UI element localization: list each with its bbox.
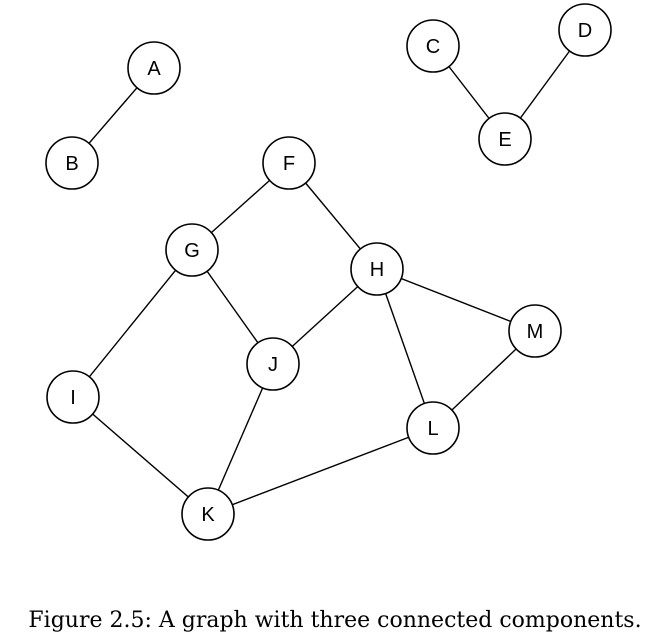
node-label: A xyxy=(147,58,161,80)
node-label: M xyxy=(527,321,544,343)
node-circle xyxy=(558,3,612,57)
graph-edges xyxy=(71,29,586,515)
node-circle xyxy=(45,136,99,190)
node-circle xyxy=(181,487,235,541)
node-k: K xyxy=(181,487,235,541)
node-label: F xyxy=(283,153,295,175)
node-l: L xyxy=(406,401,460,455)
node-i: I xyxy=(46,370,100,424)
node-label: I xyxy=(70,387,76,409)
node-circle xyxy=(46,370,100,424)
node-g: G xyxy=(165,223,219,277)
node-label: G xyxy=(184,240,200,262)
edge-j-k xyxy=(207,363,274,515)
node-circle xyxy=(478,112,532,166)
edge-k-l xyxy=(207,427,434,515)
node-h: H xyxy=(350,242,404,296)
node-circle xyxy=(406,19,460,73)
node-label: J xyxy=(268,354,278,376)
node-label: E xyxy=(498,129,511,151)
node-j: J xyxy=(246,337,300,391)
node-label: H xyxy=(370,259,384,281)
node-label: C xyxy=(426,36,440,58)
node-e: E xyxy=(478,112,532,166)
edge-g-i xyxy=(72,249,193,398)
node-circle xyxy=(406,401,460,455)
edge-h-l xyxy=(376,268,434,429)
figure-caption: Figure 2.5: A graph with three connected… xyxy=(28,608,642,633)
node-c: C xyxy=(406,19,460,73)
node-circle xyxy=(246,337,300,391)
node-circle xyxy=(350,242,404,296)
node-circle xyxy=(127,41,181,95)
node-m: M xyxy=(508,304,562,358)
edge-i-k xyxy=(72,396,209,515)
node-circle xyxy=(165,223,219,277)
edge-h-m xyxy=(376,268,536,332)
graph-nodes: A B C D E F G H I J K L M xyxy=(45,3,612,541)
node-b: B xyxy=(45,136,99,190)
node-circle xyxy=(508,304,562,358)
node-label: D xyxy=(578,20,592,42)
node-label: L xyxy=(427,418,438,440)
node-label: B xyxy=(65,153,78,175)
node-d: D xyxy=(558,3,612,57)
node-label: K xyxy=(201,504,215,526)
node-circle xyxy=(262,136,316,190)
node-a: A xyxy=(127,41,181,95)
node-f: F xyxy=(262,136,316,190)
